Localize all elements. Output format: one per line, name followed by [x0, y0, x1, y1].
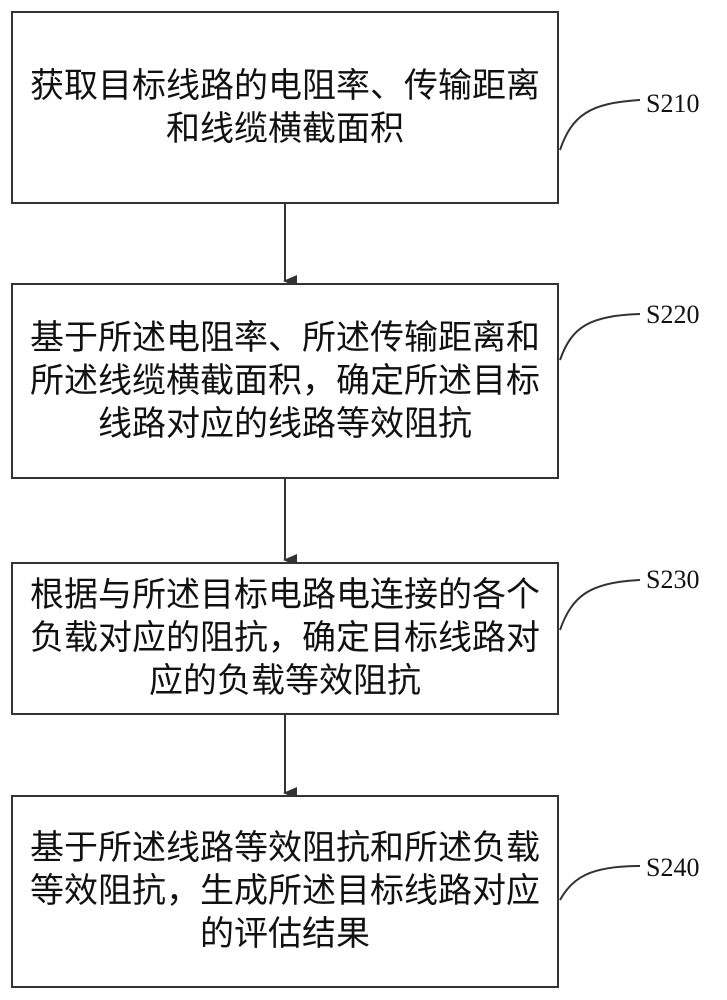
- step-box-s240: 基于所述线路等效阻抗和所述负载等效阻抗，生成所述目标线路对应的评估结果: [11, 795, 559, 988]
- leader-line-s220: [559, 313, 641, 361]
- step-box-s220: 基于所述电阻率、所述传输距离和所述线缆横截面积，确定所述目标线路对应的线路等效阻…: [11, 283, 559, 479]
- leader-line-s240: [559, 865, 641, 901]
- step-text-s230: 根据与所述目标电路电连接的各个负载对应的阻抗，确定目标线路对应的负载等效阻抗: [30, 575, 540, 701]
- step-label-s230: S230: [646, 565, 700, 594]
- step-label-s220: S220: [646, 300, 700, 329]
- leader-line-s230: [559, 579, 641, 631]
- step-label-s240: S240: [646, 853, 700, 882]
- step-label-s210: S210: [646, 89, 700, 118]
- leader-line-s210: [559, 99, 641, 151]
- step-text-s210: 获取目标线路的电阻率、传输距离和线缆横截面积: [30, 65, 540, 149]
- step-text-s220: 基于所述电阻率、所述传输距离和所述线缆横截面积，确定所述目标线路对应的线路等效阻…: [30, 317, 540, 444]
- step-box-s210: 获取目标线路的电阻率、传输距离和线缆横截面积: [11, 11, 559, 204]
- step-text-s240: 基于所述线路等效阻抗和所述负载等效阻抗，生成所述目标线路对应的评估结果: [30, 828, 540, 954]
- step-box-s230: 根据与所述目标电路电连接的各个负载对应的阻抗，确定目标线路对应的负载等效阻抗: [11, 562, 559, 715]
